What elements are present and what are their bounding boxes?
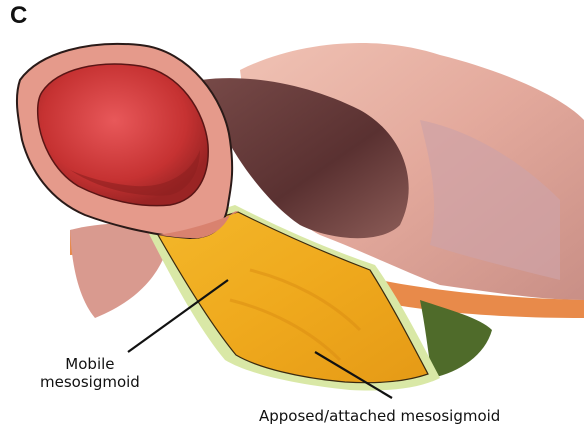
panel-letter: C (10, 4, 27, 28)
mobile-label-line2: mesosigmoid (40, 373, 140, 391)
apposed-mesosigmoid-label: Apposed/attached mesosigmoid (259, 407, 500, 425)
mobile-label-line1: Mobile (40, 355, 140, 373)
mobile-mesosigmoid-label: Mobile mesosigmoid (40, 355, 140, 391)
